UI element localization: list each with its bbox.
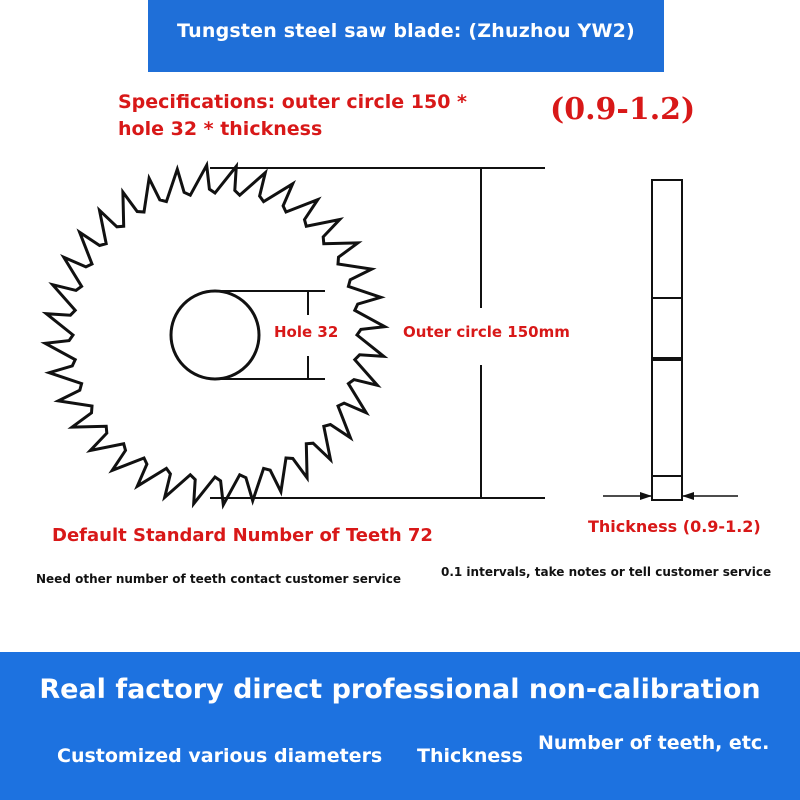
bottom-banner: Real factory direct professional non-cal… xyxy=(0,652,800,800)
saw-blade-diagram xyxy=(40,160,738,510)
teeth-count-label: Default Standard Number of Teeth 72 xyxy=(52,525,433,546)
hole-circle xyxy=(169,289,261,381)
factory-headline: Real factory direct professional non-cal… xyxy=(39,674,761,705)
saw-blade-teeth-outline xyxy=(40,160,390,510)
top-banner: Tungsten steel saw blade: (Zhuzhou YW2) xyxy=(148,0,664,72)
outer-dimension-lines xyxy=(210,167,545,499)
spec-line-2: hole 32 * thickness xyxy=(118,118,323,140)
blade-side-view xyxy=(603,179,738,501)
outer-circle-label: Outer circle 150mm xyxy=(403,323,570,341)
feature-diameters: Customized various diameters xyxy=(57,745,383,767)
spec-line-1: Specifications: outer circle 150 * xyxy=(118,91,467,113)
hole-dimension-lines xyxy=(215,290,325,380)
feature-teeth: Number of teeth, etc. xyxy=(538,732,770,754)
hole-label: Hole 32 xyxy=(274,323,339,341)
thickness-note: 0.1 intervals, take notes or tell custom… xyxy=(441,565,772,579)
teeth-note: Need other number of teeth contact custo… xyxy=(36,572,402,586)
thickness-label: Thickness (0.9-1.2) xyxy=(588,517,761,536)
thickness-range: (0.9-1.2) xyxy=(550,92,696,127)
feature-thickness: Thickness xyxy=(417,745,523,767)
product-title: Tungsten steel saw blade: (Zhuzhou YW2) xyxy=(177,20,635,42)
